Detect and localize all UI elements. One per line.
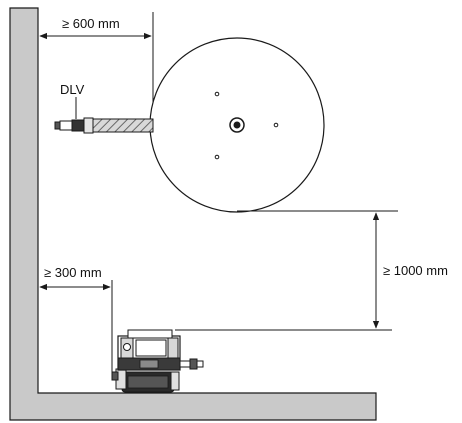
reel-bolt-bottom bbox=[214, 154, 220, 160]
dlv-label: DLV bbox=[60, 82, 85, 97]
dlv-hose: DLV bbox=[54, 82, 154, 134]
hose-fitting-tip bbox=[54, 121, 61, 130]
dimension-300mm: ≥ 300 mm bbox=[39, 265, 113, 372]
reel-hub-inner bbox=[233, 121, 241, 129]
unit-motor-fins bbox=[127, 375, 169, 389]
unit-panel bbox=[135, 339, 167, 357]
unit-valve-detail bbox=[139, 359, 159, 369]
unit-outlet-tip bbox=[196, 360, 204, 368]
hose-fitting-nut bbox=[71, 119, 85, 132]
dimension-label-1000mm: ≥ 1000 mm bbox=[383, 263, 448, 278]
dimension-label-300mm: ≥ 300 mm bbox=[44, 265, 102, 280]
unit-inlet-fitting bbox=[111, 371, 119, 381]
dimension-label-600mm: ≥ 600 mm bbox=[62, 16, 120, 31]
unit-outlet-pipe bbox=[179, 360, 191, 368]
reel-bolt-right bbox=[273, 122, 279, 128]
floor-unit bbox=[111, 329, 204, 393]
hose-fitting-collar bbox=[83, 117, 94, 134]
unit-gauge bbox=[123, 343, 131, 351]
unit-top-cover bbox=[127, 329, 173, 339]
dimension-1000mm: ≥ 1000 mm bbox=[175, 210, 448, 331]
unit-foot-right bbox=[170, 371, 180, 391]
braided-hose bbox=[91, 118, 154, 133]
wall-and-floor bbox=[9, 7, 377, 421]
unit-outlet-nut bbox=[189, 358, 198, 370]
hose-fitting-connector bbox=[59, 120, 73, 131]
hose-reel bbox=[149, 37, 325, 213]
reel-bolt-top bbox=[214, 91, 220, 97]
dimension-600mm: ≥ 600 mm bbox=[39, 12, 154, 125]
unit-right-block bbox=[167, 337, 179, 359]
